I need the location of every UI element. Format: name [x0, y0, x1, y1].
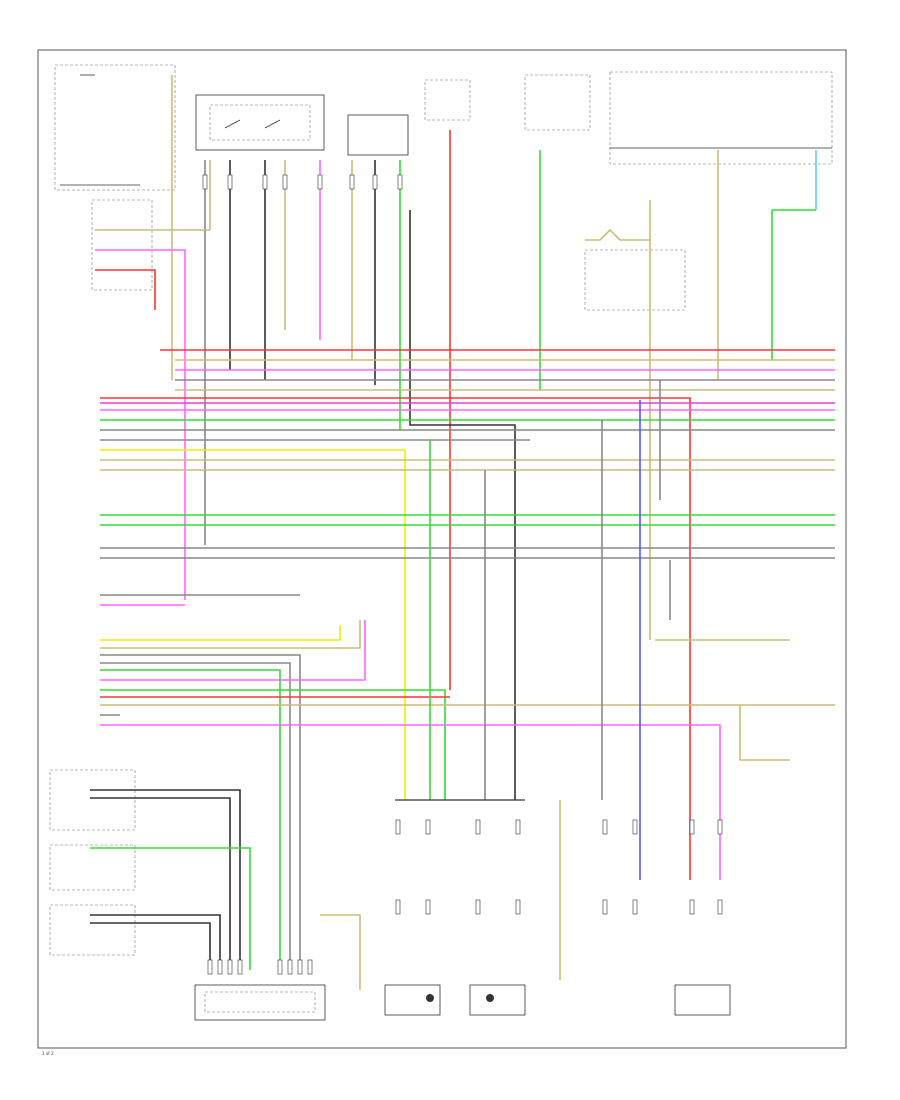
connector-pin	[202, 174, 208, 190]
battery-block	[424, 79, 471, 121]
connector-pin	[689, 819, 695, 835]
connector-pin	[282, 174, 288, 190]
connector-stacks	[202, 174, 723, 975]
connector-pin	[689, 899, 695, 915]
connector-pin	[395, 899, 401, 915]
connector-pin	[237, 959, 243, 975]
connector-pin	[297, 959, 303, 975]
connector-pin	[632, 819, 638, 835]
connector-pin	[349, 174, 355, 190]
selector-switches	[49, 769, 251, 970]
connector-pin	[602, 819, 608, 835]
connector-pin	[307, 959, 313, 975]
connector-pin	[227, 959, 233, 975]
connector-pin	[207, 959, 213, 975]
connector-pin	[475, 899, 481, 915]
instrument-cluster	[609, 71, 833, 165]
connector-pin	[217, 959, 223, 975]
connector-pin	[632, 899, 638, 915]
bottom-components	[194, 799, 731, 1021]
speed-sensor-group	[584, 249, 686, 311]
horizontal-bus	[95, 229, 835, 970]
connector-pin	[475, 819, 481, 835]
right-vertical-drops	[320, 380, 790, 990]
page-number: 1 of 2	[42, 1051, 54, 1056]
connector-pin	[277, 959, 283, 975]
connector-pin	[425, 899, 431, 915]
sensor-box-right	[674, 984, 731, 1016]
connector-pin	[397, 174, 403, 190]
connector-pin	[227, 174, 233, 190]
fuse-relay-box	[347, 114, 409, 156]
hot-at-all-times-block	[524, 74, 591, 131]
connector-pin	[262, 174, 268, 190]
connector-pin	[372, 174, 378, 190]
top-left-switch-group	[54, 64, 176, 191]
connector-pin	[515, 819, 521, 835]
ignition-switch	[195, 94, 325, 151]
connector-pin	[515, 899, 521, 915]
connector-pin	[717, 899, 723, 915]
connector-pin	[602, 899, 608, 915]
connector-pin	[317, 174, 323, 190]
connector-pin	[717, 819, 723, 835]
connector-pin	[395, 819, 401, 835]
left-connector-block	[91, 199, 153, 291]
diagram-frame	[37, 49, 847, 1049]
power-output-stage	[194, 984, 326, 1021]
vertical-wires-top	[171, 75, 817, 800]
connector-pin	[425, 819, 431, 835]
connector-pin	[287, 959, 293, 975]
solenoid-valve-right	[469, 984, 526, 1016]
